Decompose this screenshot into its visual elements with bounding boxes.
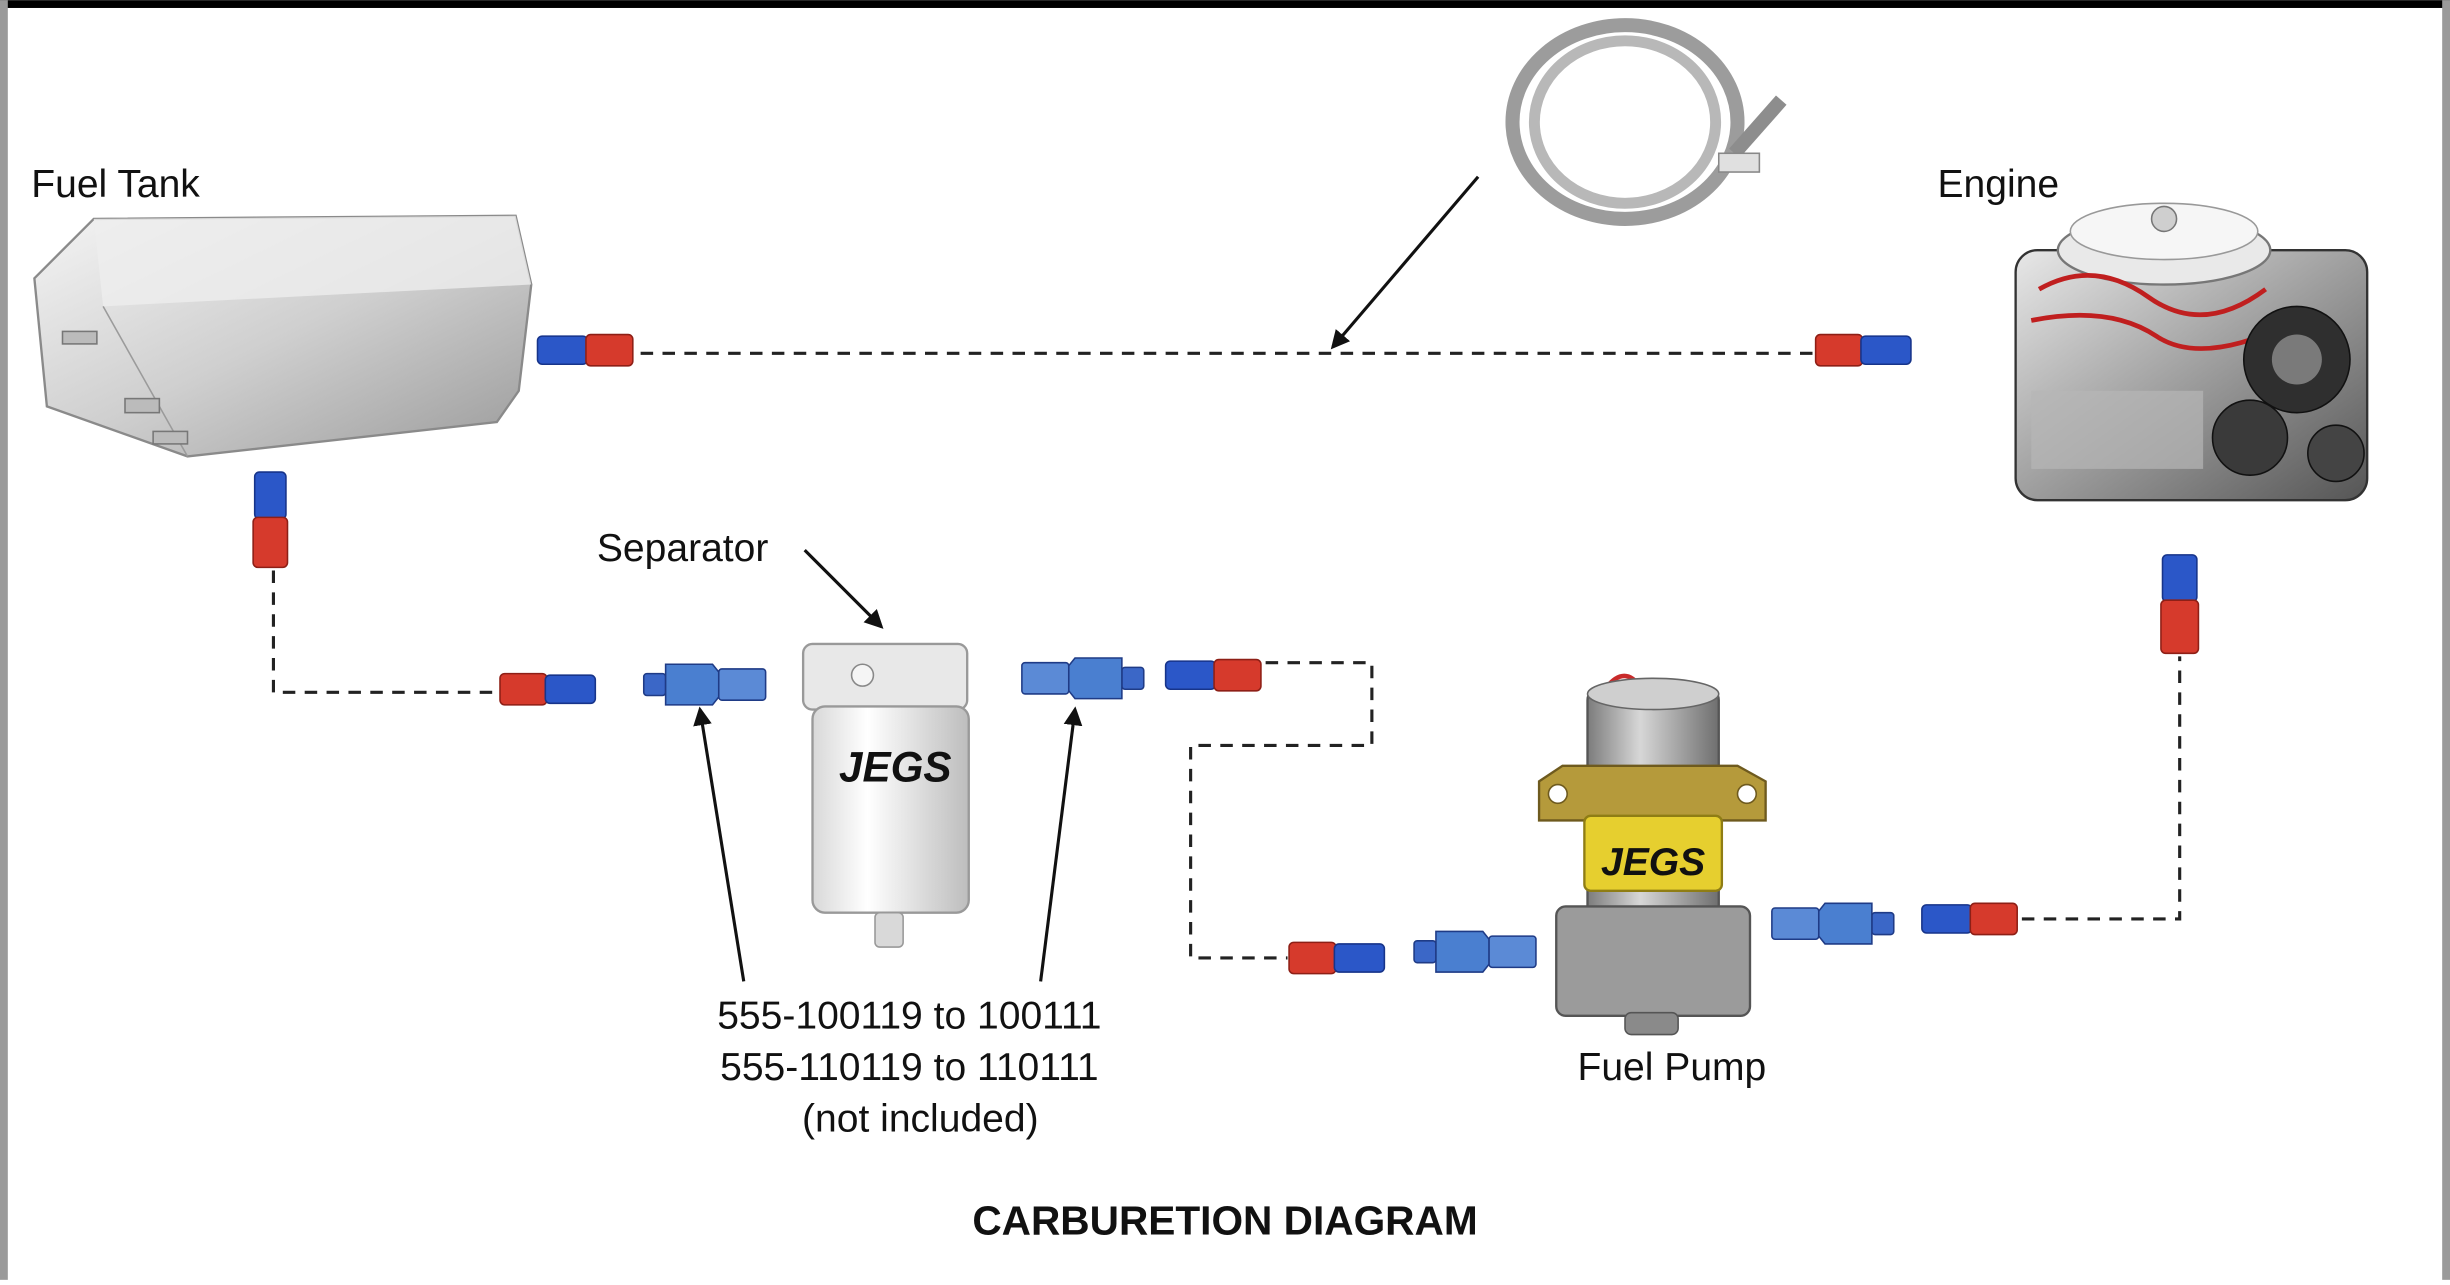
diagram-title: CARBURETION DIAGRAM <box>972 1198 1477 1244</box>
left-border <box>0 0 8 1280</box>
part-number-line-2: 555-110119 to 110111 <box>720 1046 1099 1089</box>
filter-brand-logo: JEGS <box>839 743 952 790</box>
part-arrow-outlet <box>1039 706 1083 982</box>
engine <box>2014 202 2369 502</box>
tank-to-separator-line <box>271 570 497 694</box>
part-arrow-inlet <box>693 706 746 982</box>
part-number-note: (not included) <box>802 1097 1039 1140</box>
fitting-tank-outlet <box>252 471 289 569</box>
separator-arrow <box>803 549 884 629</box>
fuel-pump-label: Fuel Pump <box>1577 1046 1766 1089</box>
fitting-engine-inlet <box>2160 554 2200 655</box>
pump-brand-logo: JEGS <box>1601 841 1705 884</box>
braided-hose <box>1505 18 1787 226</box>
engine-label: Engine <box>1938 163 2060 206</box>
hose-arrow <box>1330 175 1480 350</box>
pump-to-engine-line <box>2021 656 2182 921</box>
part-number-line-1: 555-100119 to 100111 <box>717 994 1101 1037</box>
top-border <box>0 0 2450 8</box>
fitting-engine-return <box>1814 333 1912 367</box>
fuel-pump: JEGS <box>1537 673 1767 1036</box>
fitting-pump-feed <box>1288 941 1386 975</box>
fitting-separator-out <box>1164 658 1262 692</box>
fuel-lines <box>271 351 2182 960</box>
fitting-separator-feed <box>499 672 597 706</box>
separator-filter: JEGS <box>801 642 970 948</box>
fitting-tank-return <box>536 333 634 367</box>
fuel-tank-label: Fuel Tank <box>31 163 200 206</box>
separator-to-pump-line <box>1189 661 1374 960</box>
fuel-tank <box>33 214 533 458</box>
fitting-pump-out <box>1921 902 2018 936</box>
separator-label: Separator <box>597 527 768 570</box>
right-border <box>2442 0 2450 1280</box>
